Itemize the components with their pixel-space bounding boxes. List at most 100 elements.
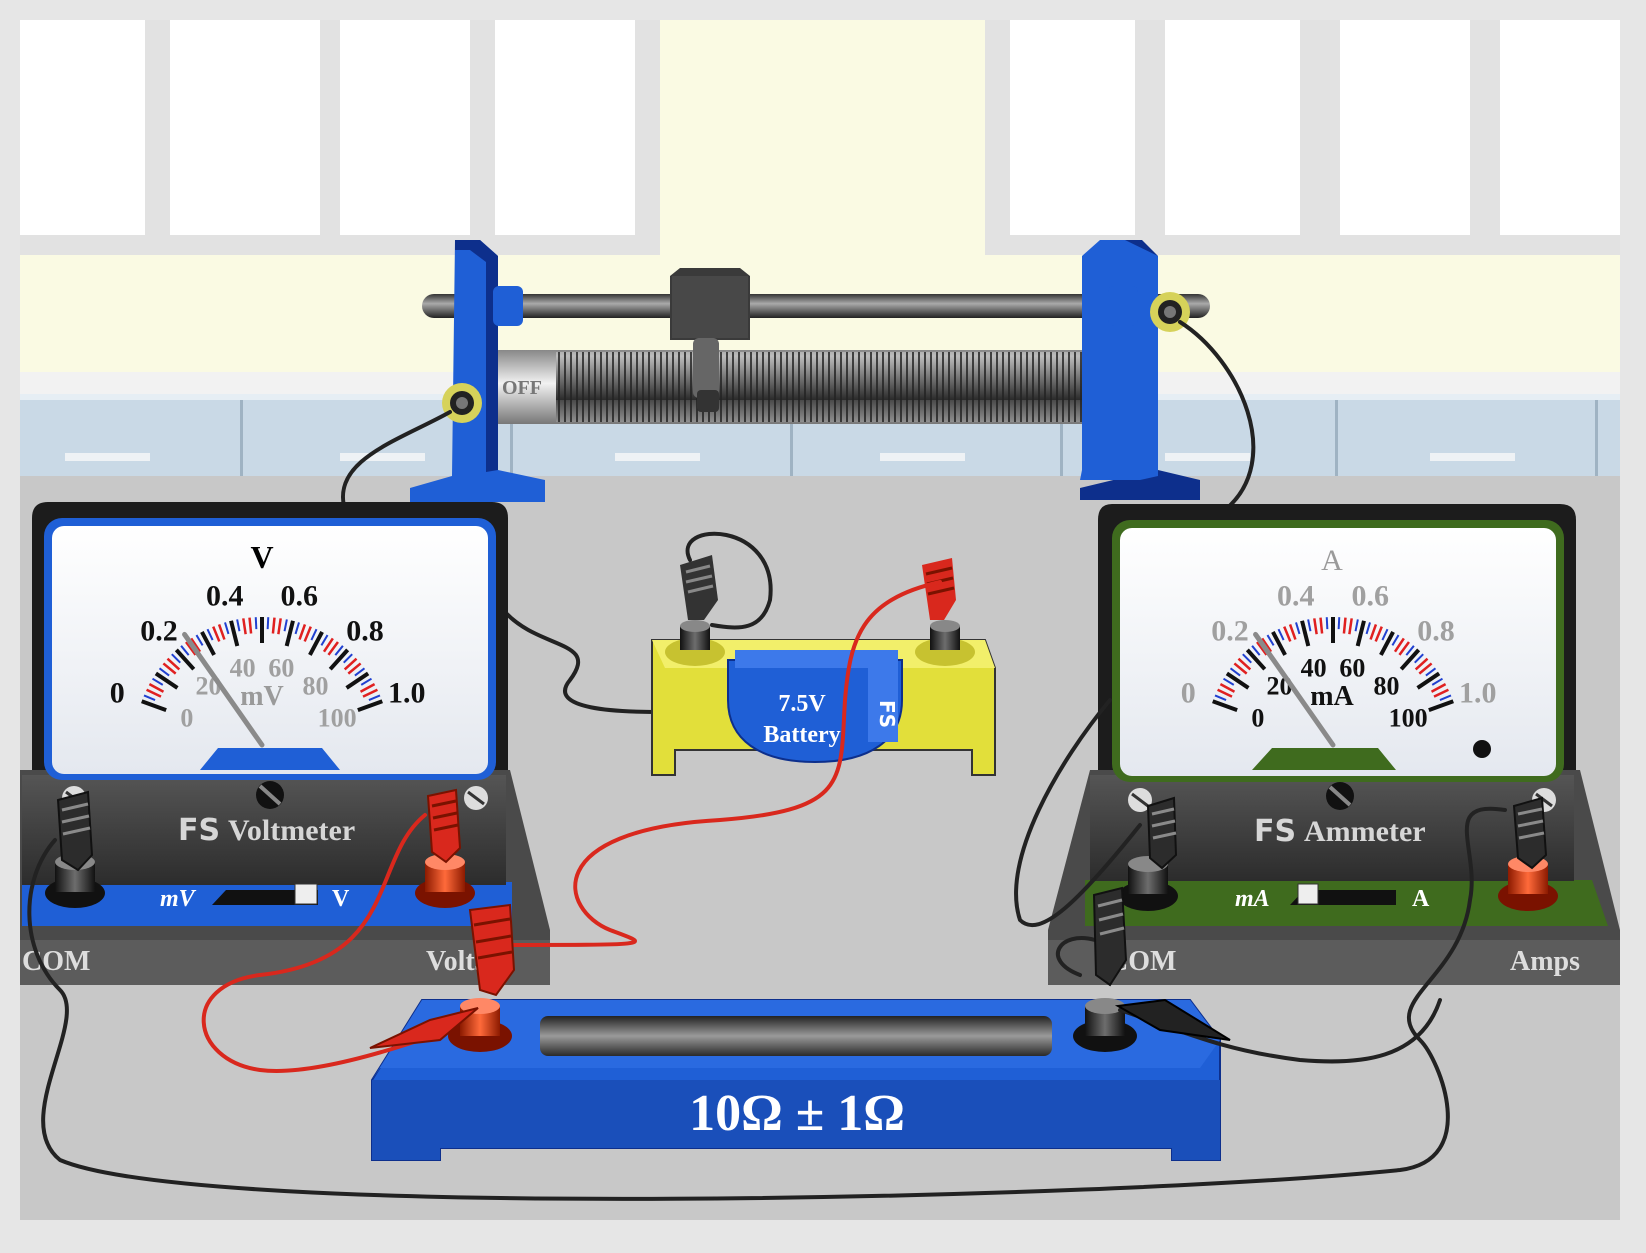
ammeter-scale-main-label: 1.0	[1459, 676, 1497, 709]
ammeter-scale-sub-label: 40	[1301, 653, 1327, 682]
ammeter-unit-sub: mA	[1310, 681, 1354, 712]
ammeter-scale-tick	[1369, 623, 1378, 640]
ammeter-scale-tick	[1325, 617, 1329, 630]
ammeter-scale-sub-label: 100	[1389, 704, 1428, 733]
window-left	[20, 20, 660, 255]
ammeter-scale-sub-label: 20	[1266, 672, 1292, 701]
voltmeter-scale-sub-label: 40	[230, 653, 256, 682]
voltmeter-scale-tick	[343, 653, 353, 664]
ammeter-scale-tick	[1365, 622, 1371, 635]
rheostat-terminal-left[interactable]	[442, 383, 482, 423]
wire-voltmeter-to-battery	[503, 610, 662, 714]
voltmeter-unit-sub: mV	[240, 681, 284, 712]
voltmeter-name: Voltmeter	[228, 814, 355, 847]
voltmeter-scale-tick	[141, 699, 167, 712]
ammeter-scale-main-label: 0.8	[1417, 615, 1455, 648]
ammeter-scale-tick	[1295, 622, 1301, 635]
battery-positive-terminal[interactable]	[915, 620, 975, 666]
wire-voltmeter-com-to-ammeter	[27, 806, 1507, 1201]
voltmeter-scale-tick	[171, 653, 181, 664]
rheostat: OFF	[410, 240, 1210, 502]
voltmeter-scale-tick	[146, 688, 162, 698]
ammeter-scale-main-label: 0.6	[1352, 580, 1390, 613]
resistance-coil	[556, 352, 1104, 422]
wire-battery-negative-loop	[685, 531, 773, 630]
ammeter-scale-tick	[1431, 677, 1444, 686]
ammeter-scale-tick	[1379, 631, 1395, 656]
ammeter-scale-tick	[1319, 617, 1324, 634]
resistor-black-clip-icon	[1092, 886, 1128, 987]
resistor-slot	[540, 1016, 1052, 1056]
ammeter-scale-tick	[1222, 677, 1235, 686]
ammeter-scale-tick	[1219, 683, 1236, 693]
voltmeter-scale-tick	[368, 694, 381, 701]
ammeter-scale-main-label: 0	[1181, 676, 1196, 709]
resistor-black-alligator-clip-icon	[1114, 998, 1231, 1041]
ammeter-scale-tick	[1416, 671, 1441, 690]
ammeter-range-a-label: A	[1412, 886, 1430, 912]
ammeter-scale-tick	[1337, 617, 1341, 630]
ammeter-brand: FS	[1254, 814, 1296, 849]
voltmeter-scale-tick	[266, 617, 270, 630]
voltmeter-scale-tick	[343, 657, 358, 671]
ammeter-scale-sub-label: 60	[1339, 653, 1365, 682]
ammeter-scale-tick	[1217, 688, 1233, 698]
voltmeter-scale-tick	[284, 620, 295, 647]
voltmeter-scale-tick	[362, 688, 378, 698]
voltmeter-scale-tick	[254, 617, 258, 630]
voltmeter-scale-tick	[283, 619, 288, 632]
voltmeter-scale-tick	[360, 677, 373, 686]
voltmeter-scale-tick	[347, 662, 362, 675]
resistor-red-alligator-clip-icon	[369, 1007, 479, 1049]
voltmeter-zero-adjust-screw[interactable]	[256, 781, 284, 809]
rheostat-off-label: OFF	[502, 377, 542, 399]
voltmeter-com-clip-icon	[56, 790, 94, 872]
wire-rheostat-to-voltmeter	[341, 410, 452, 512]
voltmeter-scale-tick	[277, 618, 282, 635]
voltmeter-range-switch[interactable]	[212, 883, 318, 905]
battery-negative-terminal[interactable]	[665, 620, 725, 666]
voltmeter-scale-tick	[359, 683, 376, 693]
voltmeter-scale-main-label: 1.0	[388, 676, 426, 709]
ammeter-label: FS Ammeter	[1254, 814, 1426, 849]
voltmeter-scale-tick	[143, 694, 156, 701]
voltmeter-scale-tick	[217, 623, 226, 640]
ammeter-scale-sub-label: 0	[1251, 704, 1264, 733]
voltmeter-scale-tick	[154, 671, 179, 690]
voltmeter-scale-tick	[310, 628, 318, 641]
ammeter-scale-tick	[1428, 699, 1454, 712]
ammeter-scale-tick	[1261, 637, 1273, 653]
voltmeter-scale-sub-label: 20	[195, 672, 221, 701]
voltmeter-scale-tick	[190, 637, 202, 653]
voltmeter-volts-terminal[interactable]	[415, 854, 475, 908]
voltmeter-brand: FS	[178, 813, 220, 848]
ammeter-range-ma-label: mA	[1235, 886, 1270, 912]
ammeter-scale-tick	[1354, 619, 1359, 632]
ammeter-scale-tick	[1425, 667, 1437, 677]
voltmeter-scale-sub-label: 100	[318, 704, 357, 733]
ammeter-scale-main-label: 0.4	[1277, 580, 1315, 613]
ammeter-scale-tick	[1212, 699, 1238, 712]
voltmeter-scale-tick	[242, 618, 247, 635]
battery-voltage-label: 7.5V	[778, 691, 826, 717]
ammeter-unit-main: A	[1321, 544, 1343, 577]
voltmeter-scale-tick	[322, 637, 334, 653]
rheostat-slider[interactable]	[670, 268, 750, 412]
ammeter-scale-tick	[1245, 648, 1267, 671]
ammeter-scale-tick	[1251, 645, 1261, 656]
ammeter-scale-tick	[1405, 645, 1415, 656]
voltmeter-scale-tick	[248, 617, 253, 634]
ammeter-range-switch[interactable]	[1290, 883, 1396, 905]
voltmeter-scale-tick	[229, 620, 240, 647]
ammeter-zero-adjust-screw[interactable]	[1326, 782, 1354, 810]
voltmeter-scale-tick	[345, 671, 370, 690]
voltmeter-scale-tick	[206, 628, 214, 641]
battery: 7.5V Battery FS	[651, 555, 996, 776]
ammeter-scale-tick	[1266, 634, 1275, 646]
voltmeter-scale-main-label: 0.8	[346, 615, 384, 648]
voltmeter-dial-face	[52, 526, 488, 774]
voltmeter-scale-tick	[224, 622, 230, 635]
